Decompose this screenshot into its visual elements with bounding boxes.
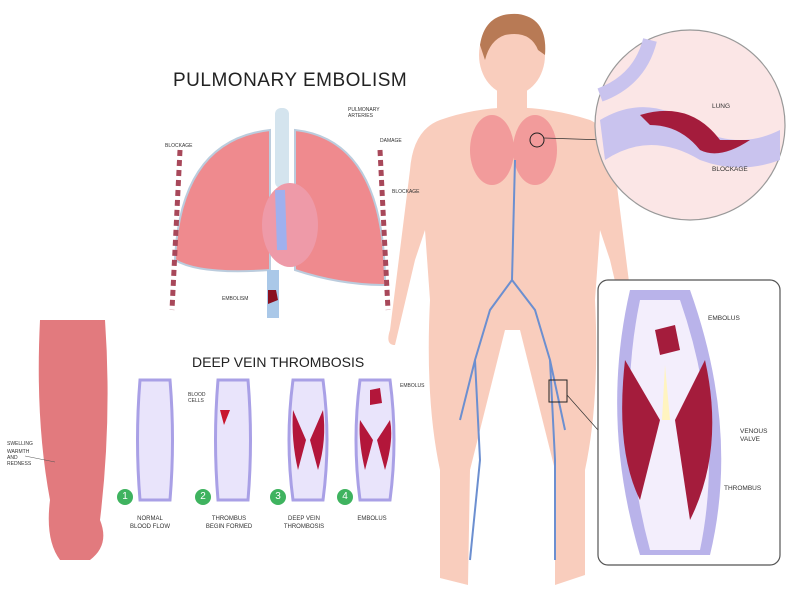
leg-label-swelling: SWELLING xyxy=(7,441,33,447)
pe-label-pulmonary-arteries: PULMONARY ARTERIES xyxy=(348,107,380,119)
pe-title: PULMONARY EMBOLISM xyxy=(173,70,408,91)
body-veins xyxy=(459,159,566,561)
stage-2-badge: 2 xyxy=(195,489,211,505)
hair xyxy=(480,13,546,61)
stage-1-badge: 1 xyxy=(117,489,133,505)
stage-1-label: NORMAL BLOOD FLOW xyxy=(129,516,170,530)
magnify-marker xyxy=(529,132,545,148)
inset-label-thrombus: THROMBUS xyxy=(724,485,762,492)
stage-4-label: EMBOLUS xyxy=(357,516,387,522)
vein-inset xyxy=(597,279,781,566)
lung-inset xyxy=(594,29,786,221)
pe-label-blockage-right: BLOCKAGE xyxy=(392,189,420,195)
pe-label-damage: DAMAGE xyxy=(380,138,402,144)
inset-label-blockage: BLOCKAGE xyxy=(712,166,748,173)
leg-label-warmth: WARMTH AND REDNESS xyxy=(7,449,32,467)
dvt-title: DEEP VEIN THROMBOSIS xyxy=(192,354,365,370)
lungs-diagram xyxy=(169,108,391,318)
stage-3-badge: 3 xyxy=(270,489,286,505)
stage-3-label: DEEP VEIN THROMBOSIS xyxy=(283,516,325,530)
inset-label-venous-valve: VENOUS VALVE xyxy=(740,428,768,443)
pe-label-blockage-left: BLOCKAGE xyxy=(165,143,193,149)
pe-label-embolism: EMBOLISM xyxy=(222,296,249,302)
dvt-veins xyxy=(136,378,396,502)
body-lung-right xyxy=(470,115,514,185)
stage-2-label: THROMBUS BEGIN FORMED xyxy=(205,516,253,530)
stage-4-badge: 4 xyxy=(337,489,353,505)
dvt-label-embolus: EMBOLUS xyxy=(400,383,425,389)
inset-label-embolus: EMBOLUS xyxy=(708,315,740,322)
dvt-label-blood-cells: BLOOD CELLS xyxy=(188,392,206,404)
inset-label-lung: LUNG xyxy=(712,103,731,110)
vein-marker xyxy=(548,379,568,403)
leg xyxy=(38,320,108,560)
body-lung-left xyxy=(513,115,557,185)
